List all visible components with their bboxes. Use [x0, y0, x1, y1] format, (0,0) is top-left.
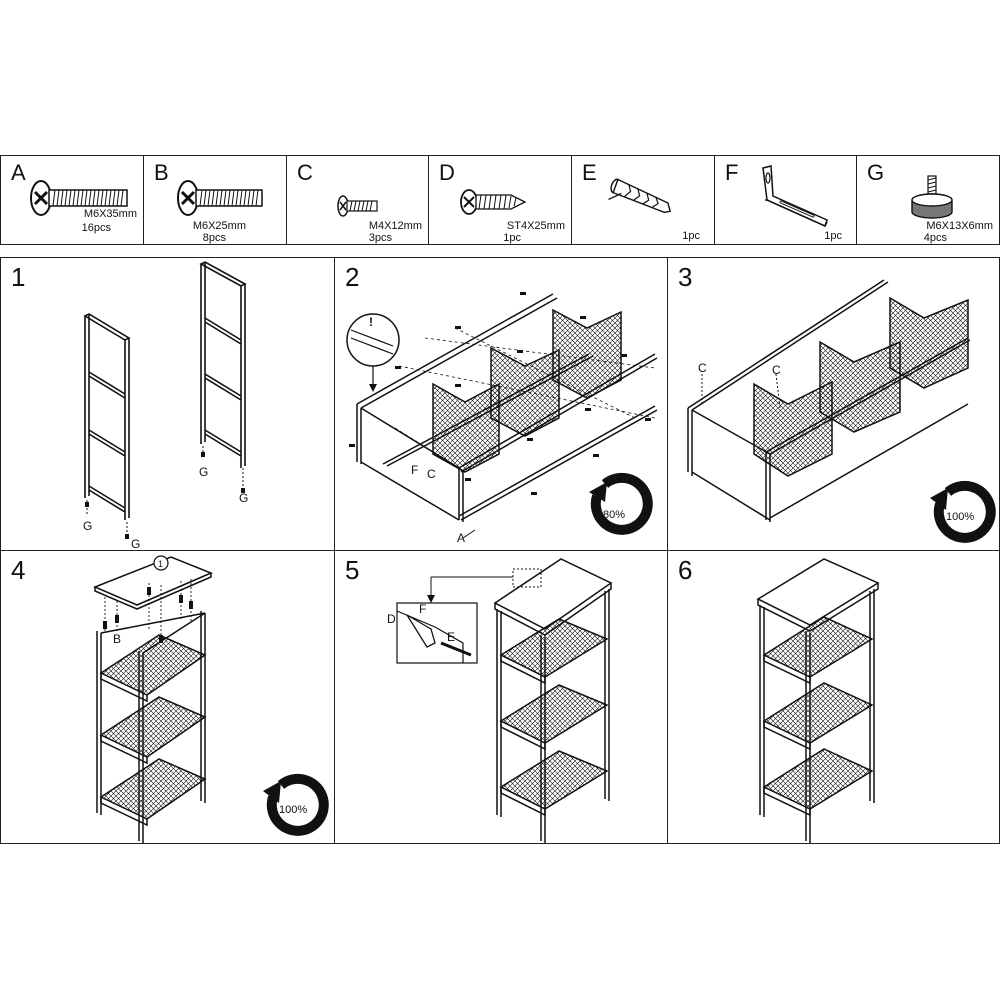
part-c-label: C [772, 363, 781, 377]
torque-percent: 80% [603, 509, 625, 521]
torque-100-icon: 100% [930, 480, 996, 543]
torque-percent: 100% [279, 804, 307, 816]
part-f-label: F [419, 602, 426, 616]
part-letter: D [439, 160, 455, 185]
part-qty: 1pc [682, 230, 700, 242]
part-f-label: F [411, 463, 418, 477]
small-screw-icon [337, 195, 378, 217]
torque-80-icon: 80% [589, 472, 653, 535]
part-g-label: G [239, 491, 248, 505]
leveling-foot-icon [911, 175, 953, 219]
part-letter: C [297, 160, 313, 185]
part-letter: G [867, 160, 885, 185]
part-g: G M6X13X6mm 4pcs [856, 155, 1000, 245]
part-spec: M6X25mm [192, 220, 246, 232]
parts-list: A M6X35mm 16pcs B [0, 155, 1000, 247]
frame-assembly-diagram: ! F C A 80% [346, 292, 658, 545]
frame-with-mesh-diagram: C C 100% [687, 279, 996, 543]
part-c-label: C [427, 467, 436, 481]
part-a-label: A [457, 531, 465, 545]
wall-anchor-icon [608, 178, 672, 214]
step-number: 6 [678, 555, 693, 585]
step-2-panel: 2 [334, 257, 668, 551]
torque-100-icon: 100% [263, 773, 329, 836]
part-letter: B [154, 160, 169, 185]
step-4-panel: 4 [0, 550, 335, 844]
part-spec: M4X12mm [368, 220, 422, 232]
part-g-label: G [83, 519, 92, 533]
step-number: 4 [11, 555, 26, 585]
part-d-label: D [387, 612, 396, 626]
warning-label: ! [369, 315, 373, 329]
part-f: F 1pc [714, 155, 857, 245]
bolt-icon [177, 180, 263, 216]
step-3-panel: 3 C C 100% [667, 257, 1000, 551]
step-1-panel: 1 G G G G [0, 257, 335, 551]
step-number: 2 [345, 262, 360, 292]
part-letter: E [582, 160, 597, 185]
part-spec: ST4X25mm [506, 220, 565, 232]
part-c-label: C [698, 361, 707, 375]
step-callout-label: 1 [158, 559, 163, 569]
part-b-label: B [113, 632, 121, 646]
side-frames-diagram: G G G G [83, 261, 248, 551]
part-letter: A [11, 160, 26, 185]
part-letter: F [725, 160, 739, 185]
part-g-label: G [131, 537, 140, 551]
part-b: B M6X25mm 8pcs [143, 155, 287, 245]
part-d: D ST4X25mm 1pc [428, 155, 572, 245]
part-qty: 8pcs [202, 232, 226, 244]
part-e-label: E [447, 630, 455, 644]
step-number: 3 [678, 262, 693, 292]
part-qty: 16pcs [81, 222, 111, 234]
top-board-install-diagram: 1 B 100% [93, 555, 329, 843]
part-g-label: G [199, 465, 208, 479]
part-a: A M6X35mm 16pcs [0, 155, 144, 245]
part-qty: 4pcs [923, 232, 947, 244]
long-bolt-icon [30, 180, 128, 216]
part-qty: 1pc [503, 232, 521, 244]
finished-shelf-diagram [756, 558, 880, 843]
step-5-panel: 5 D F E [334, 550, 668, 844]
wall-anchor-install-diagram: D F E [387, 558, 613, 843]
l-bracket-icon [762, 165, 828, 228]
part-c: C M4X12mm 3pcs [286, 155, 429, 245]
part-qty: 1pc [824, 230, 842, 242]
step-number: 1 [11, 262, 26, 292]
step-6-panel: 6 [667, 550, 1000, 844]
torque-percent: 100% [946, 511, 974, 523]
part-spec: M6X35mm [83, 208, 137, 220]
part-spec: M6X13X6mm [926, 220, 993, 232]
part-e: E 1pc [571, 155, 715, 245]
part-qty: 3pcs [368, 232, 392, 244]
wood-screw-icon [460, 189, 527, 215]
step-number: 5 [345, 555, 360, 585]
